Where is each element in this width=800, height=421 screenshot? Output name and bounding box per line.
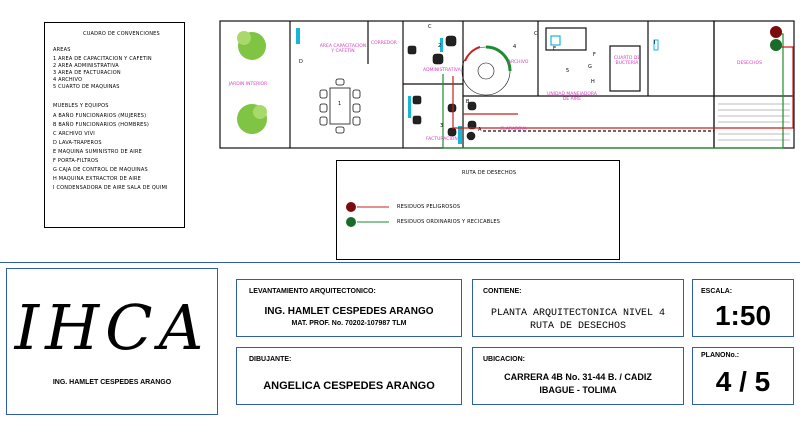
survey-panel: LEVANTAMIENTO ARQUITECTONICO: ING. HAMLE… (236, 279, 462, 337)
scale-panel: ESCALA: 1:50 (692, 279, 794, 337)
mark-i: I (654, 40, 656, 46)
label-unidad: UNIDAD MANEJADORA DE AIRE (547, 92, 597, 102)
area-item: 3 AREA DE FACTURACION (53, 70, 121, 76)
drawer-name: ANGELICA CESPEDES ARANGO (263, 380, 435, 392)
meeting-table (319, 78, 361, 134)
furniture-item: G CAJA DE CONTROL DE MAQUINAS (53, 167, 148, 173)
survey-label: LEVANTAMIENTO ARQUITECTONICO: (249, 288, 376, 295)
furniture-item: I CONDENSADORA DE AIRE SALA DE QUIMI (53, 185, 168, 191)
location-label: UBICACION: (483, 356, 525, 363)
location-line1: CARRERA 4B No. 31-44 B. / CADIZ (504, 372, 652, 382)
furniture-item: C ARCHIVO VIVI (53, 131, 95, 137)
mark-b: B (466, 99, 470, 105)
contains-line1: PLANTA ARQUITECTONICA NIVEL 4 (490, 308, 666, 319)
furniture-item: D LAVA-TRAPEROS (53, 140, 102, 146)
furniture-heading: MUEBLES Y EQUIPOS (53, 103, 109, 109)
plan-walls (219, 20, 795, 149)
contains-panel: CONTIENE: PLANTA ARQUITECTONICA NIVEL 4 … (472, 279, 684, 337)
floor-plan (219, 20, 795, 149)
mark-n3: 3 (440, 123, 444, 129)
label-archivo: ARCHIVO (508, 60, 529, 65)
office-furniture (407, 35, 477, 141)
survey-license: MAT. PROF. No. 70202-107987 TLM (291, 320, 407, 327)
furniture-item: B BAÑO FUNCIONARIOS (HOMBRES) (53, 122, 150, 128)
mark-n4: 4 (513, 44, 517, 50)
mark-c1: C (428, 24, 432, 30)
route-title: RUTA DE DESECHOS (462, 170, 517, 176)
drawer-panel: DIBUJANTE: ANGELICA CESPEDES ARANGO (236, 347, 462, 405)
mark-n2: 2 (438, 43, 442, 49)
area-item: 5 CUARTO DE MAQUINAS (53, 84, 120, 90)
label-jardin: JARDIN INTERIOR (228, 82, 268, 87)
label-capacitacion: AREA CAPACITACION Y CAFETIN (319, 44, 367, 54)
mark-g: G (588, 64, 593, 70)
mark-a: A (478, 127, 482, 133)
label-facturacion: FACTURACION (426, 137, 458, 142)
spiral-stair (461, 45, 512, 96)
logo: IHCA (14, 291, 210, 364)
route-hazardous: RESIDUOS PELIGROSOS (397, 204, 461, 210)
location-line2: IBAGUE - TOLIMA (539, 385, 617, 395)
contains-line2: RUTA DE DESECHOS (529, 321, 626, 332)
mark-f: F (593, 52, 597, 58)
route-legend: RUTA DE DESECHOS RESIDUOS PELIGROSOS RES… (336, 160, 620, 260)
furniture-item: H MAQUINA EXTRACTOR DE AIRE (53, 176, 142, 182)
logo-caption: ING. HAMLET CESPEDES ARANGO (52, 379, 172, 386)
location-panel: UBICACION: CARRERA 4B No. 31-44 B. / CAD… (472, 347, 684, 405)
hatch-block (718, 103, 790, 141)
area-item: 4 ARCHIVO (53, 77, 83, 83)
route-swatches (346, 202, 389, 227)
mark-d: D (299, 59, 304, 65)
furniture-item: F PORTA-FILTROS (53, 158, 99, 164)
plan-number-value: 4 / 5 (715, 366, 771, 397)
mark-c2: C (534, 31, 538, 37)
waste-endpoints (770, 26, 782, 51)
route-ordinary: RESIDUOS ORDINARIOS Y RECICABLES (397, 219, 501, 225)
area-item: 1 AREA DE CAPACITACION Y CAFETIN (53, 56, 152, 62)
scale-label: ESCALA: (701, 288, 733, 295)
label-desechos: DESECHOS (737, 61, 762, 66)
drawer-label: DIBUJANTE: (249, 356, 292, 363)
mark-n5: 5 (566, 68, 570, 74)
contains-label: CONTIENE: (483, 288, 522, 295)
survey-name: ING. HAMLET CESPEDES ARANGO (264, 306, 434, 317)
furniture-item: E MAQUINA SUMINISTRO DE AIRE (53, 149, 143, 155)
conventions-legend: CUADRO DE CONVENCIONES AREAS 1 AREA DE C… (44, 22, 185, 228)
label-administrativa: ADMINISTRATIVA (423, 68, 461, 73)
mark-h: H (591, 79, 595, 85)
garden-plants (237, 31, 267, 134)
label-corredor: CORREDOR (371, 41, 397, 46)
plan-number-label: PLANONo.: (701, 352, 740, 359)
logo-panel: IHCA ING. HAMLET CESPEDES ARANGO (6, 268, 218, 415)
mark-e: E (553, 46, 557, 52)
label-cuarto: CUARTO DE BUCTERIA (613, 56, 641, 66)
conventions-title: CUADRO DE CONVENCIONES (83, 31, 160, 37)
fixtures (296, 28, 659, 144)
area-item: 2 AREA ADMINISTRATIVA (53, 63, 119, 69)
plan-number-panel: PLANONo.: 4 / 5 (692, 347, 794, 405)
furniture-item: A BAÑO FUNCIONARIOS (MUJERES) (53, 113, 147, 119)
titleblock-rule (0, 262, 800, 263)
mark-n1: 1 (338, 101, 342, 107)
scale-value: 1:50 (714, 300, 772, 331)
areas-heading: AREAS (53, 47, 71, 53)
label-claraboya: CLARABOYA (500, 127, 527, 132)
